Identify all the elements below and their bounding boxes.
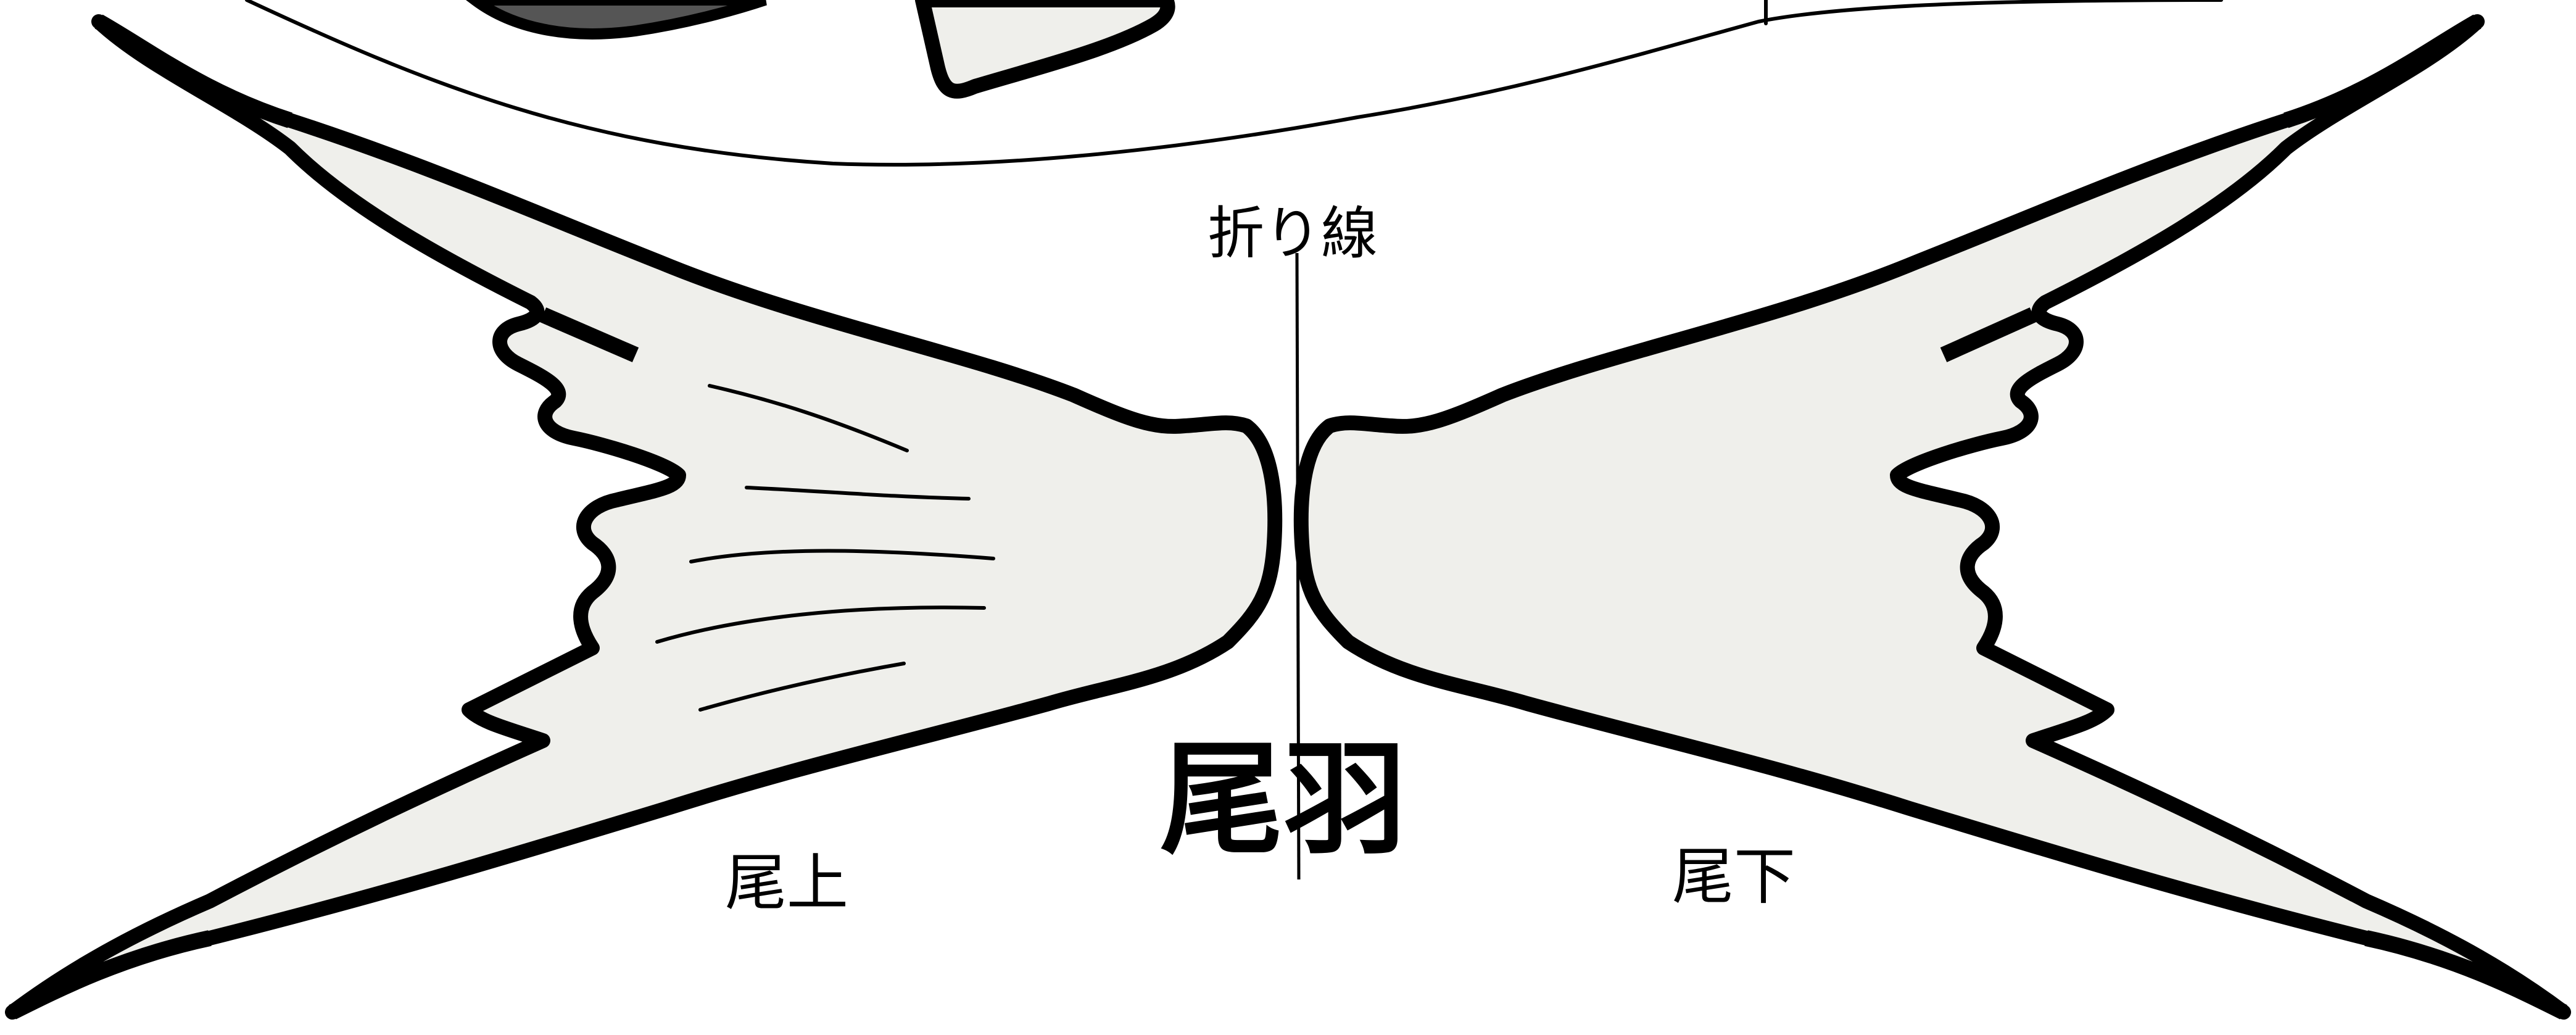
tail-lower-half (1293, 14, 2571, 1020)
feather-tips (9, 14, 2567, 1020)
tail-lower-label: 尾下 (1672, 841, 1795, 913)
top-fin (915, 0, 1175, 99)
tail-feather-title: 尾羽 (1160, 728, 1407, 872)
feather-rays (655, 384, 995, 712)
tail-upper-half (5, 14, 1283, 1020)
fold-line-label: 折り線 (1207, 201, 1378, 267)
fish-body-edge (245, 0, 2223, 167)
eye-shape (465, 0, 767, 39)
fold-line (1295, 252, 1301, 880)
tail-upper-label: 尾上 (725, 847, 848, 919)
